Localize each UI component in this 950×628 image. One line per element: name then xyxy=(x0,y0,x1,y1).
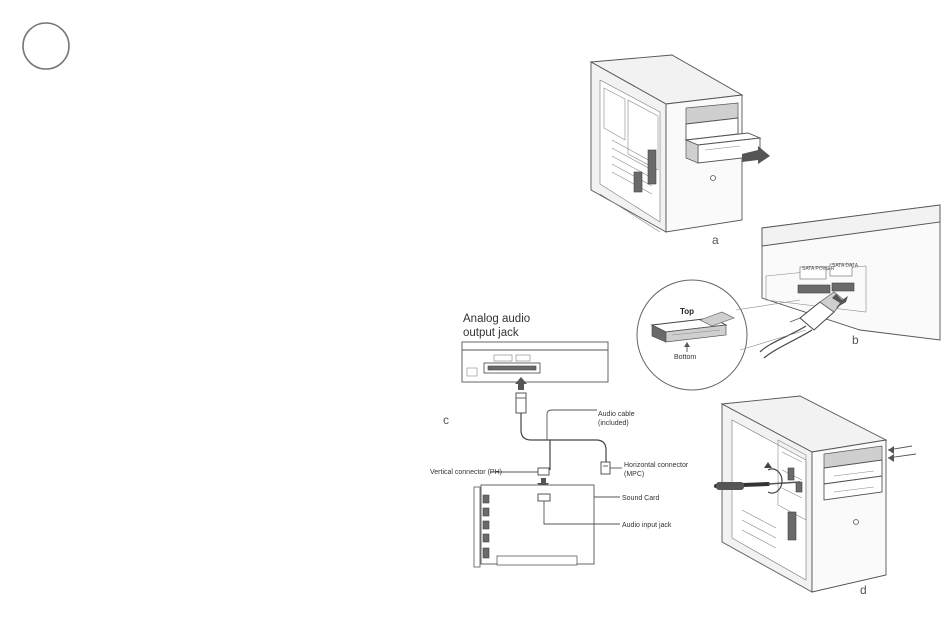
panel-c-sound-card: Sound Card xyxy=(622,495,659,502)
panel-b-letter: b xyxy=(852,333,859,347)
panel-b-illustration: SATA POWER SATA DATA xyxy=(637,205,940,390)
panel-c-horizontal-connector-line2: (MPC) xyxy=(624,471,644,478)
panel-c-illustration xyxy=(462,342,622,567)
panel-a-letter: a xyxy=(712,233,719,247)
svg-text:SATA DATA: SATA DATA xyxy=(832,263,859,269)
panel-c-audio-cable-line2: (included) xyxy=(598,420,629,427)
svg-text:SATA POWER: SATA POWER xyxy=(802,266,835,272)
panel-d-illustration xyxy=(716,396,916,592)
panel-b-inset-top: Top xyxy=(680,307,694,316)
panel-c-title-line2: output jack xyxy=(463,327,519,339)
panel-c-audio-input-jack: Audio input jack xyxy=(622,522,672,529)
panel-c-title-line1: Analog audio xyxy=(463,313,530,325)
panel-c-horizontal-connector-line1: Horizontal connector xyxy=(624,462,689,469)
panel-c-audio-cable-line1: Audio cable xyxy=(598,411,635,418)
panel-d-letter: d xyxy=(860,583,867,597)
panel-b-inset-bottom: Bottom xyxy=(674,354,696,361)
panel-c-vertical-connector: Vertical connector (PH) xyxy=(430,469,502,476)
panel-c-letter: c xyxy=(443,413,449,427)
panel-a-illustration xyxy=(591,55,770,232)
step-badge xyxy=(23,23,69,69)
